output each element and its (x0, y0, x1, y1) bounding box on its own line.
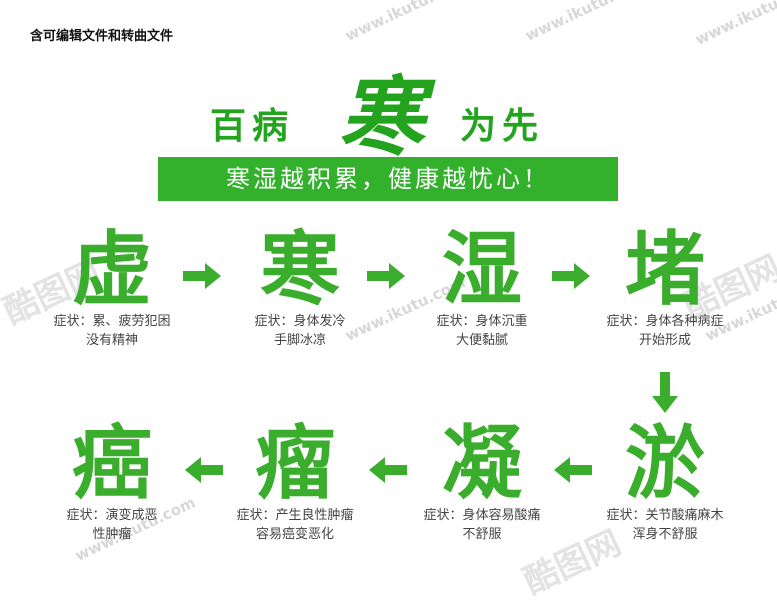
step-du: 堵 症状：身体各种病症开始形成 (580, 228, 750, 350)
step-liu: 瘤 症状：产生良性肿瘤容易癌变恶化 (210, 422, 380, 544)
watermark-url: www.ikutu.com (522, 0, 649, 45)
arrow-right-icon (367, 261, 407, 291)
step-ning: 凝 症状：身体容易酸痛不舒服 (397, 422, 567, 544)
arrow-right-icon (552, 261, 592, 291)
step-xu: 虚 症状：累、疲劳犯困没有精神 (27, 228, 197, 350)
arrow-right-icon (183, 261, 223, 291)
step-symptom: 症状：身体沉重大便黏腻 (436, 314, 528, 348)
step-char: 癌 (72, 417, 152, 510)
arrow-left-icon (367, 455, 407, 485)
step-char: 瘤 (255, 417, 335, 510)
step-yu: 淤 症状：关节酸痛麻木浑身不舒服 (580, 422, 750, 544)
step-han: 寒 症状：身体发冷手脚冰凉 (215, 228, 385, 350)
arrow-left-icon (552, 455, 592, 485)
step-symptom: 症状：累、疲劳犯困没有精神 (53, 314, 171, 348)
headline: 百病 寒 为先 (200, 67, 580, 168)
step-char: 湿 (442, 223, 522, 316)
editable-file-note: 含可编辑文件和转曲文件 (30, 29, 174, 44)
arrow-down-icon (650, 372, 680, 414)
step-symptom: 症状：演变成恶性肿瘤 (66, 508, 158, 542)
step-shi: 湿 症状：身体沉重大便黏腻 (397, 228, 567, 350)
step-symptom: 症状：身体容易酸痛不舒服 (423, 508, 541, 542)
watermark-url: www.ikutu.com (342, 0, 469, 45)
watermark-url: www.ikutu.com (692, 0, 777, 49)
step-ai: 癌 症状：演变成恶性肿瘤 (27, 422, 197, 544)
headline-right: 为先 (460, 105, 545, 147)
step-char: 虚 (72, 223, 152, 316)
arrow-left-icon (183, 455, 223, 485)
headline-left: 百病 (210, 105, 295, 147)
step-symptom: 症状：产生良性肿瘤容易癌变恶化 (236, 508, 354, 542)
banner: 寒湿越积累，健康越忧心！ (158, 157, 618, 201)
step-char: 寒 (260, 223, 340, 316)
step-symptom: 症状：身体发冷手脚冰凉 (254, 314, 346, 348)
headline-center: 寒 (338, 67, 424, 168)
step-char: 淤 (625, 417, 705, 510)
step-symptom: 症状：关节酸痛麻木浑身不舒服 (606, 508, 724, 542)
step-char: 凝 (442, 417, 522, 510)
step-symptom: 症状：身体各种病症开始形成 (606, 314, 724, 348)
step-char: 堵 (625, 223, 705, 316)
